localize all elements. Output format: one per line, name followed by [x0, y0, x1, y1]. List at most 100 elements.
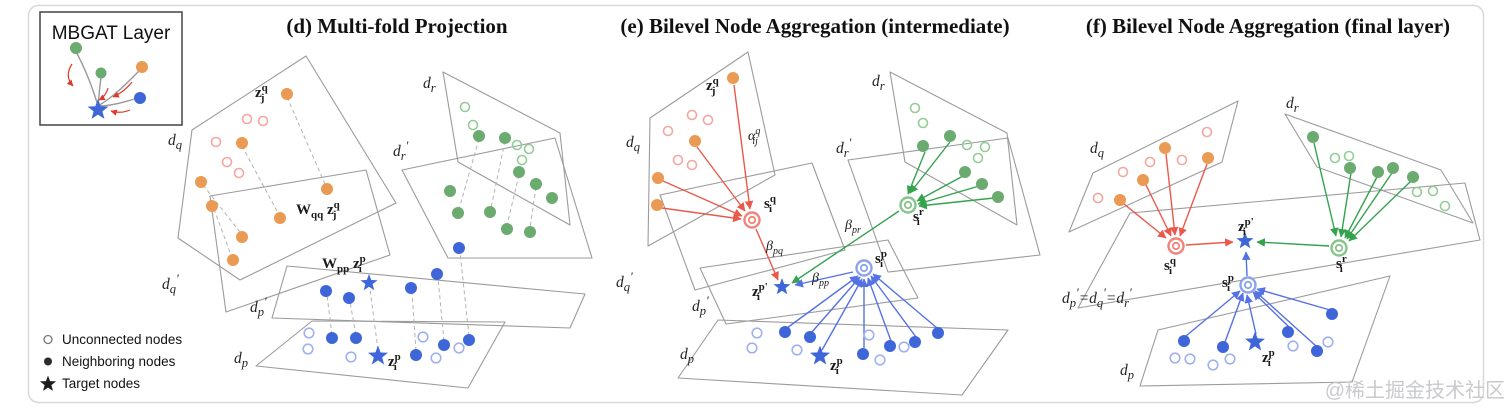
- neighboring-node: [992, 191, 1004, 203]
- neighboring-node: [438, 339, 450, 351]
- unconnected-node: [917, 117, 929, 129]
- neighboring-node: [1407, 171, 1419, 183]
- unconnected-node: [909, 102, 921, 114]
- unconnected-node: [1411, 186, 1423, 198]
- neighboring-node: [944, 130, 956, 142]
- green-attention-arrows: [791, 141, 995, 284]
- neighboring-node: [1282, 326, 1294, 338]
- projection-dashes: [202, 96, 537, 352]
- unconnected-node: [467, 119, 479, 131]
- neighboring-node: [499, 132, 511, 144]
- unconnected-node: [1322, 336, 1334, 348]
- label-beta-pp: βpp: [811, 271, 829, 289]
- unconnected-node: [430, 352, 442, 364]
- dq-nodes: [1092, 126, 1214, 206]
- dr-nodes: [909, 102, 1004, 203]
- summary-node-s-i-p: [1239, 276, 1257, 294]
- unconnected-node: [1201, 126, 1213, 138]
- neighboring-node: [473, 130, 485, 142]
- neighboring-node: [1344, 162, 1356, 174]
- panel-f: (f) Bilevel Node Aggregation (final laye…: [1062, 14, 1481, 387]
- neighboring-node: [1372, 166, 1384, 178]
- unconnected-node: [702, 114, 714, 126]
- neighboring-node: [917, 140, 929, 152]
- unconnected-node: [257, 115, 269, 127]
- neighboring-node-icon: [44, 357, 52, 366]
- unconnected-node-icon: [43, 334, 53, 345]
- dq-nodes: [651, 72, 739, 211]
- unconnected-node: [516, 154, 528, 166]
- attention-arrow-icon: [110, 109, 131, 116]
- plane-dp: [1139, 275, 1391, 387]
- plane-label-dq-prime: dq': [162, 272, 179, 296]
- unconnected-node: [1224, 353, 1236, 365]
- unconnected-node: [1169, 352, 1181, 364]
- summary-node-s-i-r: [1330, 239, 1348, 257]
- plane-dq: [177, 55, 397, 281]
- neighboring-node: [689, 135, 701, 147]
- dq-prime-nodes: [227, 183, 333, 266]
- attention-arrow-icon: [98, 87, 109, 101]
- neighboring-node: [804, 331, 816, 343]
- unconnected-node: [302, 343, 314, 355]
- legend: Unconnected nodes Neighboring nodes Targ…: [39, 332, 182, 391]
- neighboring-node: [326, 332, 338, 344]
- panel-e: (e) Bilevel Node Aggregation (intermedia…: [616, 14, 1041, 396]
- dq-nodes: [195, 88, 293, 212]
- plane-dr: [442, 71, 571, 226]
- legend-label: Neighboring nodes: [62, 354, 176, 369]
- red-attention-arrows: [661, 84, 779, 281]
- label-z-i-p-prime: zp'i: [1238, 216, 1254, 238]
- dp-nodes: [746, 326, 944, 366]
- unconnected-node: [979, 141, 991, 153]
- neighboring-node: [410, 349, 422, 361]
- panel-d: (d) Multi-fold Projection: [162, 14, 593, 389]
- unconnected-node: [874, 354, 886, 366]
- unconnected-node: [1287, 340, 1299, 352]
- plane-dq-prime: [659, 162, 846, 291]
- attention-arrow-icon: [112, 81, 133, 98]
- dr-nodes: [459, 101, 558, 204]
- unconnected-node: [1343, 150, 1355, 162]
- neighboring-node: [1326, 308, 1338, 320]
- panel-e-title: (e) Bilevel Node Aggregation (intermedia…: [620, 14, 1009, 38]
- neighboring-node: [1137, 174, 1149, 186]
- blue-attention-arrows: [1185, 251, 1331, 347]
- unconnected-node: [1092, 192, 1104, 204]
- projected-node: [405, 282, 417, 294]
- neighboring-node: [1114, 194, 1126, 206]
- plane-label-shared-equation: dp'=dq'=dr': [1062, 286, 1132, 310]
- neighboring-node: [727, 72, 739, 84]
- plane-dq: [1068, 100, 1239, 233]
- unconnected-node: [1117, 166, 1129, 178]
- plane-dq-prime: [209, 169, 391, 313]
- summary-node-s-i-q: [743, 211, 761, 229]
- panel-d-title: (d) Multi-fold Projection: [286, 14, 508, 38]
- neighboring-node: [136, 61, 148, 73]
- summary-node-s-i-p: [855, 259, 873, 277]
- neighboring-node: [350, 332, 362, 344]
- figure-border: [27, 4, 1485, 404]
- inset-edge: [97, 98, 135, 107]
- dp-nodes: [1169, 308, 1338, 371]
- projected-node: [274, 212, 286, 224]
- projected-node: [320, 285, 332, 297]
- neighboring-node: [884, 340, 896, 352]
- projected-node: [227, 254, 239, 266]
- projected-node: [321, 183, 333, 195]
- attention-arrow-icon: [66, 63, 74, 87]
- plane-dr-prime: [401, 137, 593, 259]
- unconnected-node: [1207, 359, 1219, 371]
- projected-node: [343, 292, 355, 304]
- dp-prime-nodes: [320, 242, 465, 304]
- unconnected-node: [233, 167, 245, 179]
